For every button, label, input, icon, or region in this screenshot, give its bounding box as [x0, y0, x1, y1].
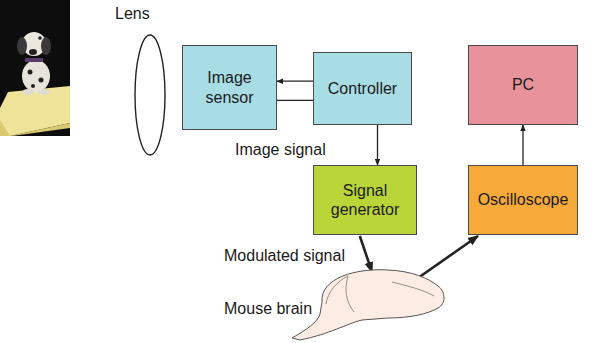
pc-box: PC [468, 45, 578, 125]
signal-generator-box: Signal generator [313, 165, 417, 235]
node-text: PC [512, 75, 534, 94]
lens-label: Lens [113, 4, 152, 23]
lens-outline [135, 35, 165, 155]
connector-arrow [418, 236, 478, 278]
connector-arrow [360, 236, 372, 272]
controller-box: Controller [313, 52, 412, 125]
node-text: Controller [328, 79, 397, 98]
image-sensor-box: Image sensor [182, 45, 277, 130]
dog-photo [0, 0, 70, 136]
connector-arrow [522, 125, 523, 165]
mouse-brain: Mouse brain [222, 262, 448, 342]
signal-label: Modulated signal [222, 246, 347, 265]
node-text: Mouse brain [222, 300, 314, 318]
node-text: Signal generator [314, 181, 416, 219]
node-text: Image sensor [183, 68, 276, 106]
node-text: Oscilloscope [478, 190, 569, 209]
signal-label: Image signal [233, 140, 328, 159]
connector-arrow [277, 81, 313, 82]
oscilloscope-box: Oscilloscope [468, 165, 578, 235]
